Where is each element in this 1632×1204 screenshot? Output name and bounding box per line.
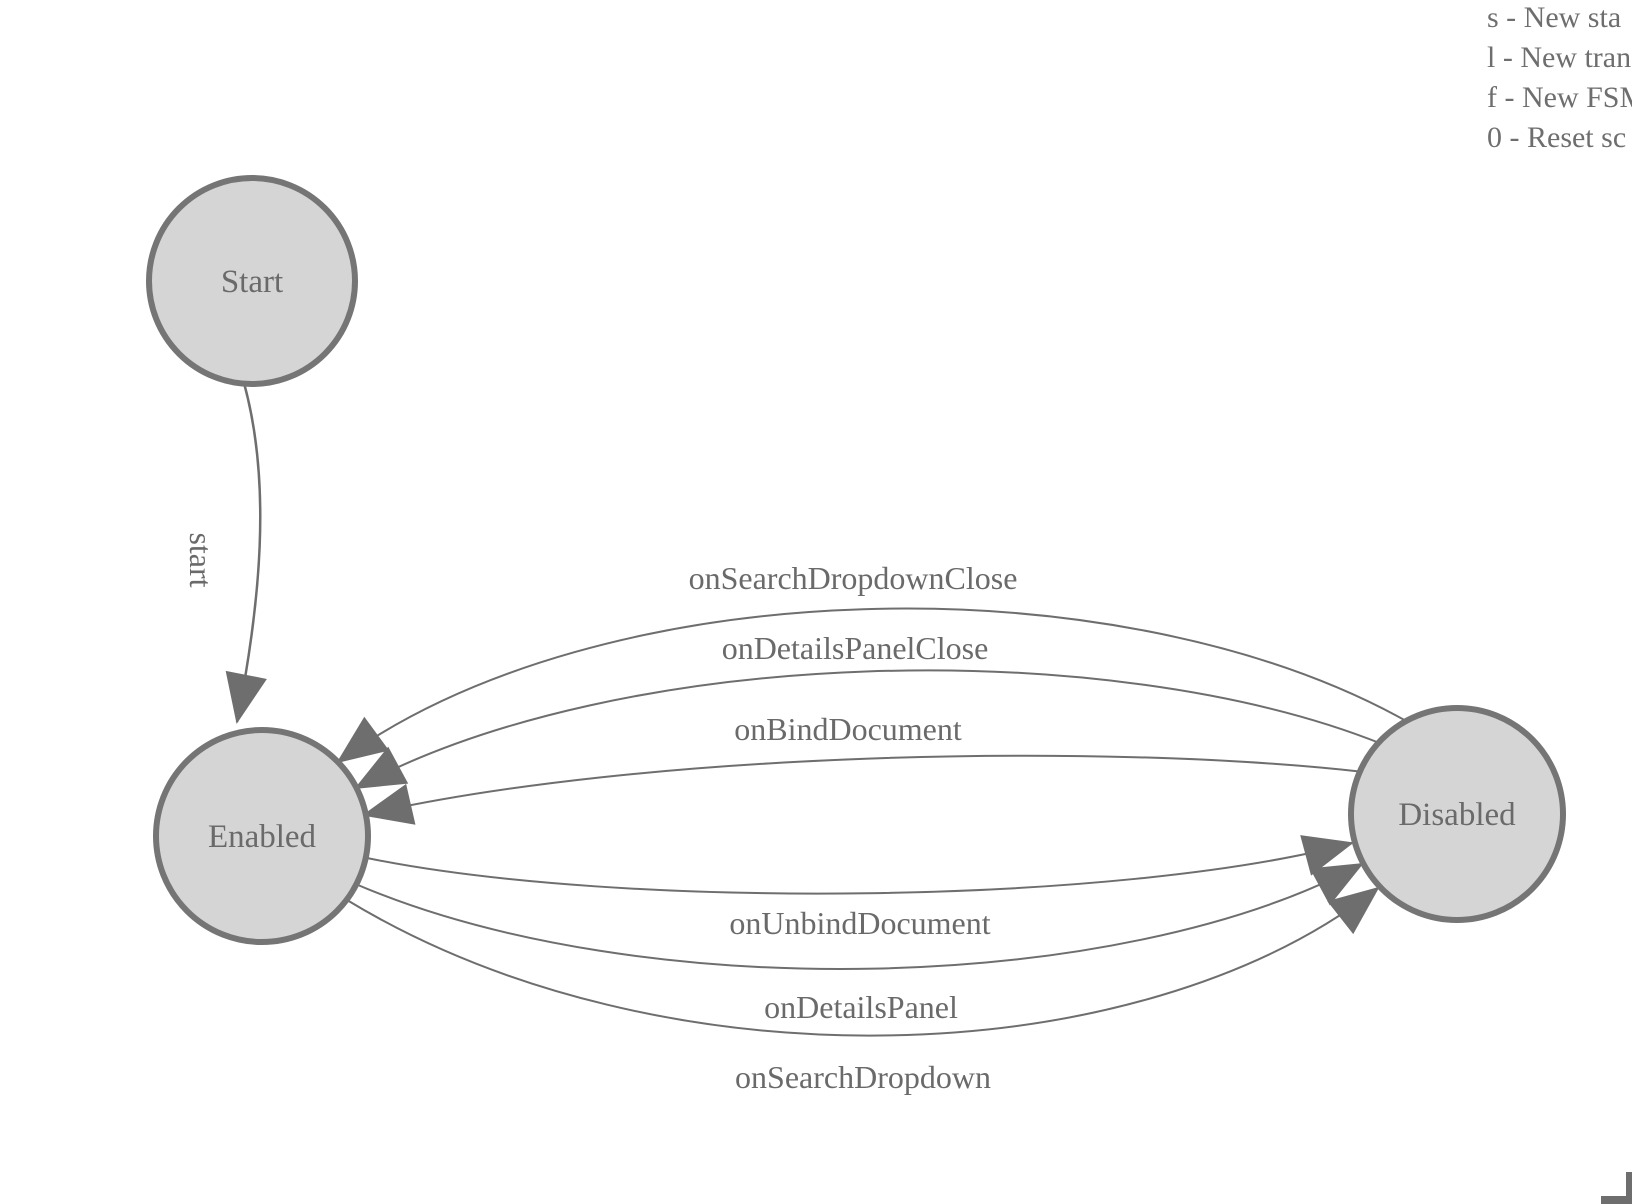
corner-border-icon bbox=[1601, 1172, 1632, 1204]
transition-onbinddocument: onBindDocument bbox=[362, 711, 1365, 825]
legend-line-1: s - New sta bbox=[1487, 1, 1621, 34]
transition-label-start: start bbox=[183, 532, 219, 587]
state-circle-enabled[interactable] bbox=[153, 727, 371, 945]
transition-edge-onsearchdropdown[interactable] bbox=[346, 886, 1380, 1037]
transition-ondetailspanel: onDetailsPanel bbox=[357, 863, 1364, 1025]
state-node-disabled[interactable]: Disabled bbox=[1348, 705, 1566, 923]
legend-line-4: 0 - Reset sc bbox=[1487, 121, 1626, 154]
state-node-enabled[interactable]: Enabled bbox=[153, 727, 371, 945]
state-circle-disabled[interactable] bbox=[1348, 705, 1566, 923]
transition-edge-ondetailspanelclose[interactable] bbox=[354, 669, 1383, 789]
transition-label-onunbinddocument: onUnbindDocument bbox=[729, 905, 990, 941]
state-circle-start[interactable] bbox=[146, 175, 358, 387]
legend-line-2: l - New tran bbox=[1487, 41, 1631, 74]
transition-label-ondetailspanelclose: onDetailsPanelClose bbox=[722, 630, 989, 666]
transition-label-onsearchdropdownclose: onSearchDropdownClose bbox=[689, 560, 1018, 596]
shortcut-legend: s - New sta l - New tran f - New FSM 0 -… bbox=[1487, 1, 1632, 154]
legend-line-3: f - New FSM bbox=[1487, 81, 1632, 114]
transition-onsearchdropdown: onSearchDropdown bbox=[346, 886, 1380, 1095]
transition-start: start bbox=[183, 382, 267, 724]
state-label-start: Start bbox=[221, 264, 283, 300]
transition-edge-onbinddocument[interactable] bbox=[362, 754, 1365, 825]
state-node-start[interactable]: Start bbox=[146, 175, 358, 387]
transition-edge-ondetailspanel[interactable] bbox=[357, 863, 1364, 970]
transition-label-onsearchdropdown: onSearchDropdown bbox=[735, 1059, 991, 1095]
transition-ondetailspanelclose: onDetailsPanelClose bbox=[354, 630, 1383, 789]
transition-onunbinddocument: onUnbindDocument bbox=[366, 835, 1354, 941]
transition-edge-start[interactable] bbox=[225, 382, 267, 724]
transition-onsearchdropdownclose: onSearchDropdownClose bbox=[336, 560, 1409, 764]
state-label-disabled: Disabled bbox=[1398, 797, 1516, 833]
transition-label-onbinddocument: onBindDocument bbox=[734, 711, 962, 747]
transition-edge-onunbinddocument[interactable] bbox=[366, 835, 1354, 895]
transition-label-ondetailspanel: onDetailsPanel bbox=[764, 989, 958, 1025]
transition-edge-onsearchdropdownclose[interactable] bbox=[336, 607, 1409, 764]
state-label-enabled: Enabled bbox=[208, 819, 317, 855]
